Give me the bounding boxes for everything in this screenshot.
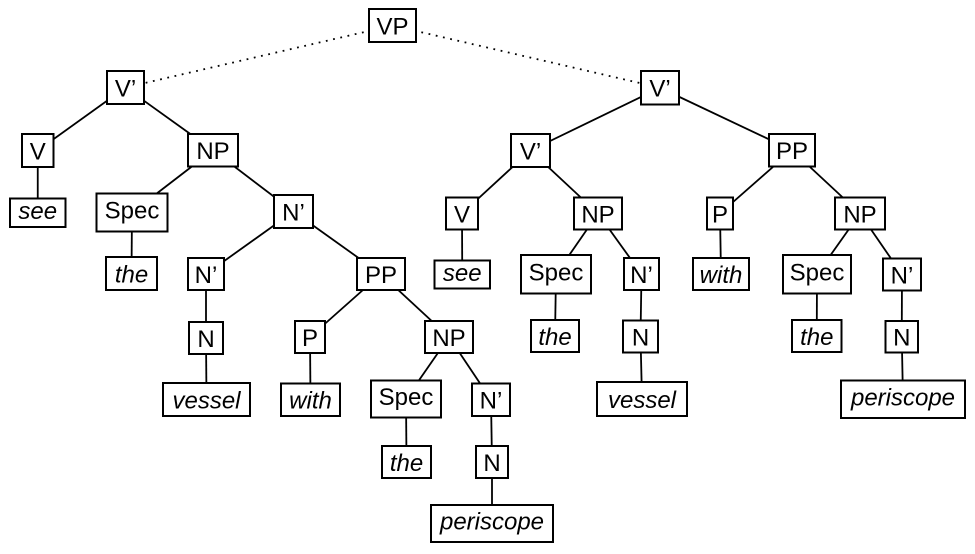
svg-text:N: N [483,450,500,477]
svg-text:periscope: periscope [439,509,544,536]
svg-text:PP: PP [365,262,397,289]
svg-text:NP: NP [432,325,465,352]
svg-text:the: the [390,450,423,477]
svg-text:N: N [197,326,214,353]
svg-text:V’: V’ [115,75,136,102]
svg-text:see: see [18,198,57,225]
svg-text:vessel: vessel [608,387,677,414]
svg-text:the: the [115,261,148,288]
svg-text:Spec: Spec [790,259,845,286]
svg-text:N’: N’ [282,199,305,226]
svg-text:see: see [443,260,482,287]
svg-text:periscope: periscope [850,384,955,411]
svg-text:with: with [289,388,332,415]
svg-text:V’: V’ [520,138,541,165]
svg-text:N’: N’ [891,262,914,289]
svg-text:vessel: vessel [172,387,241,414]
svg-text:VP: VP [376,13,408,40]
svg-text:Spec: Spec [379,384,434,411]
svg-text:V’: V’ [649,76,670,103]
svg-text:NP: NP [581,201,614,228]
svg-text:PP: PP [776,138,808,165]
svg-text:V: V [454,201,470,228]
svg-text:Spec: Spec [529,259,584,286]
svg-text:NP: NP [196,138,229,165]
svg-text:N’: N’ [195,262,218,289]
svg-text:the: the [800,324,833,351]
svg-text:P: P [712,201,728,228]
svg-text:Spec: Spec [105,198,160,225]
svg-text:the: the [538,324,571,351]
svg-text:N’: N’ [630,262,653,289]
svg-text:N: N [632,324,649,351]
svg-text:P: P [302,325,318,352]
svg-text:with: with [700,262,743,289]
svg-text:V: V [30,138,46,165]
svg-text:N’: N’ [480,388,503,415]
svg-text:N: N [893,325,910,352]
svg-text:NP: NP [843,201,876,228]
